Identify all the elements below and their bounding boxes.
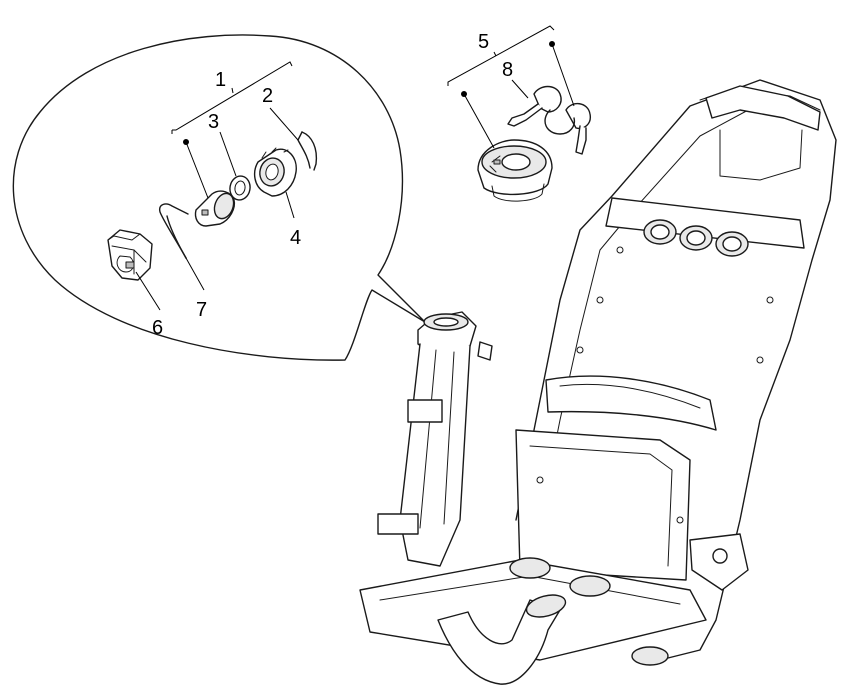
callout-6: 6 (152, 317, 163, 339)
callout-4: 4 (290, 227, 301, 249)
part-6-lock-housing (107, 229, 153, 281)
part-8-keys (507, 85, 591, 155)
detail-bubble (12, 34, 426, 361)
callout-3: 3 (208, 111, 219, 133)
scooter-frame (359, 79, 837, 685)
callout-5: 5 (478, 31, 489, 53)
bubble-outline (12, 34, 426, 361)
part-2-pin (297, 131, 318, 171)
part-5-fuel-cap (477, 139, 553, 202)
callout-8: 8 (502, 59, 513, 81)
leader-lines (135, 25, 575, 311)
callout-1: 1 (215, 69, 226, 91)
part-4-gear-housing (253, 147, 297, 197)
callout-labels: 1 2 3 4 5 6 7 8 (152, 31, 513, 339)
callout-7: 7 (196, 299, 207, 321)
part-1-lock-barrel (194, 190, 236, 227)
callout-2: 2 (262, 85, 273, 107)
part-3-ring (229, 175, 251, 201)
part-7-wire-clip (158, 203, 189, 259)
